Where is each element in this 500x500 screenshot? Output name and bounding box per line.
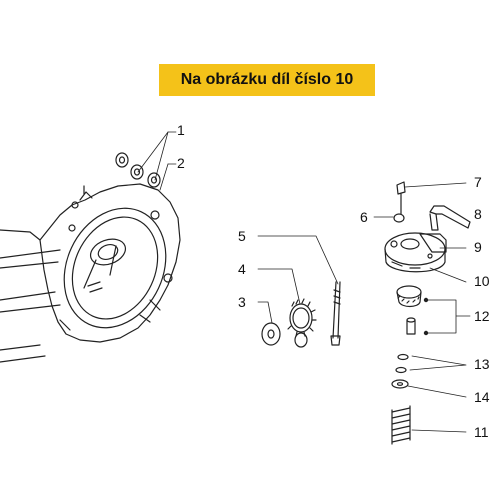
callout-9: 9 <box>474 239 482 255</box>
callout-6: 6 <box>360 209 368 225</box>
callout-11: 11 <box>474 424 489 440</box>
callout-12: 12 <box>474 308 490 324</box>
callout-1: 1 <box>177 122 185 138</box>
banner-title: Na obrázku díl číslo 10 <box>180 71 354 88</box>
pump-parts <box>373 181 471 445</box>
callout-2: 2 <box>177 155 185 171</box>
callout-7: 7 <box>474 174 482 190</box>
callout-10: 10 <box>474 273 490 289</box>
callout-4: 4 <box>238 261 246 277</box>
callout-14: 14 <box>474 389 490 405</box>
callout-5: 5 <box>238 228 246 244</box>
banner-background <box>159 64 375 96</box>
parts-3-4-5 <box>257 235 341 348</box>
crankcase-drawing <box>0 131 181 363</box>
callout-3: 3 <box>238 294 246 310</box>
callout-8: 8 <box>474 206 482 222</box>
callout-13: 13 <box>474 356 490 372</box>
washers-1-2 <box>115 152 161 188</box>
